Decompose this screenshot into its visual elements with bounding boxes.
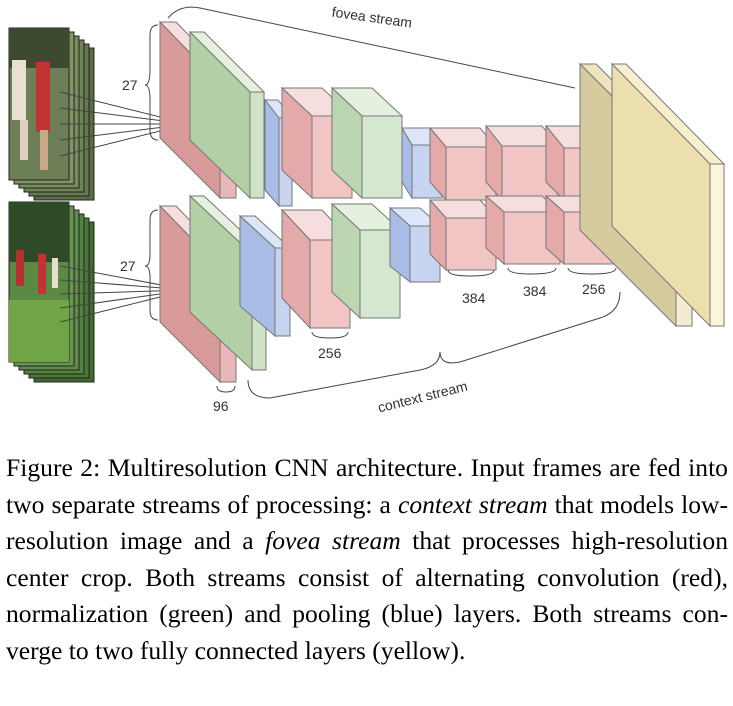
dim-384b-label: 384 [523, 283, 547, 299]
context-input-bracket [144, 209, 159, 321]
caption-label: Figure 2: [6, 453, 101, 482]
fovea-input-frames [8, 27, 95, 201]
fovea-norm1-layer [188, 30, 266, 200]
context-conv3-layer [428, 198, 498, 272]
dim-96-bracket [216, 385, 236, 393]
dim-256-context-label: 256 [318, 345, 342, 361]
dim-384a-label: 384 [462, 290, 486, 306]
caption-text-3: that processes high-resolution center cr… [6, 526, 728, 665]
fovea-norm2-layer [330, 86, 404, 200]
cnn-architecture-diagram: fovea stream 27 27 [8, 4, 726, 416]
dim-256-fc-bracket [567, 267, 617, 275]
caption-emphasis-context-stream: context stream [397, 489, 548, 519]
dim-96-label: 96 [213, 398, 229, 414]
context-input-size: 27 [120, 258, 136, 274]
fovea-conv3-layer [428, 126, 498, 202]
dim-256-context-bracket [311, 331, 349, 339]
context-input-frames [8, 201, 95, 383]
fc2-layer [610, 62, 726, 328]
fovea-conv4-layer [484, 124, 560, 202]
fovea-input-size: 27 [122, 77, 138, 93]
fovea-input-bracket [144, 24, 159, 141]
dim-384a-bracket [447, 269, 495, 277]
caption-text-1: Multiresolution CNN architecture. Input … [6, 453, 728, 519]
dim-256-fc-label: 256 [582, 281, 606, 297]
context-stream-bracket [247, 291, 621, 399]
fovea-stream-label: fovea stream [331, 4, 413, 31]
caption-text-2: that models low-resolution image and a [6, 489, 728, 556]
caption-emphasis-fovea-stream: fovea stream [265, 526, 401, 556]
figure-caption: Figure 2: Multiresolution CNN architectu… [6, 450, 728, 670]
context-stream-label: context stream [376, 378, 469, 416]
dim-384b-bracket [507, 267, 557, 275]
fovea-stream-bracket [167, 6, 576, 89]
